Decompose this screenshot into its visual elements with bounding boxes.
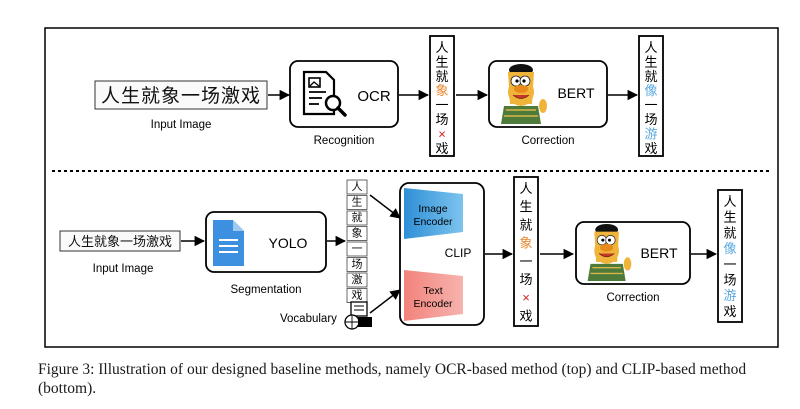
char-glyph: 戏 <box>723 304 736 319</box>
segment-box <box>346 257 368 272</box>
char-glyph: 就 <box>352 210 363 224</box>
top-input-label: Input Image <box>151 119 212 131</box>
ocr-output-column <box>429 35 455 157</box>
char-glyph: 生 <box>352 195 363 209</box>
bottom-bert-box: BERT <box>575 221 691 285</box>
char-glyph: 生 <box>644 54 657 69</box>
ocr-label: OCR <box>357 88 391 105</box>
bottom-correction-label: Correction <box>606 292 659 304</box>
char-glyph: × <box>438 126 446 141</box>
bottom-input-text: 人生就象一场激戏 <box>68 235 172 250</box>
top-bert-box: BERT <box>488 60 608 128</box>
document-icon <box>213 220 244 266</box>
bottom-corrected-column <box>717 189 743 323</box>
char-glyph: 人 <box>644 40 657 55</box>
ocr-output-chars: 人生就象一场×戏 <box>435 40 448 156</box>
top-input-text: 人生就象一场激戏 <box>101 85 261 107</box>
vocabulary-label: Vocabulary <box>280 313 337 325</box>
figure-caption: Figure 3: Illustration of our designed b… <box>38 361 747 397</box>
top-correction-label: Correction <box>521 135 574 147</box>
segmented-chars: 人生就象一场激戏 <box>346 179 368 303</box>
char-glyph: 象 <box>435 83 448 98</box>
char-glyph: 生 <box>723 210 736 225</box>
clip-label: CLIP <box>445 246 472 260</box>
vocabulary-icon <box>344 301 372 330</box>
char-glyph: 象 <box>519 236 532 251</box>
arrow <box>369 289 401 314</box>
char-glyph: 场 <box>352 257 363 271</box>
char-glyph: 游 <box>644 126 657 141</box>
char-glyph: 场 <box>435 112 448 127</box>
document-search-icon <box>302 70 347 117</box>
yolo-box: YOLO <box>205 211 327 273</box>
segment-box <box>346 272 368 288</box>
ocr-box: OCR <box>289 60 399 128</box>
top-bert-label: BERT <box>557 85 595 101</box>
clip-box: Image Encoder Text Encoder CLIP <box>399 182 485 326</box>
text-encoder-line2: Encoder <box>413 298 453 310</box>
char-glyph: 人 <box>435 40 448 55</box>
bottom-bert-label: BERT <box>640 245 678 261</box>
segmentation-label: Segmentation <box>231 284 302 296</box>
outer-frame <box>44 27 779 348</box>
char-glyph: 像 <box>723 241 736 256</box>
yolo-label: YOLO <box>269 235 308 251</box>
char-glyph: 就 <box>723 225 736 240</box>
segment-box <box>346 179 368 195</box>
image-encoder-line2: Encoder <box>413 216 453 228</box>
segment-box <box>346 210 368 226</box>
char-glyph: 场 <box>644 112 657 127</box>
char-glyph: 一 <box>723 257 736 272</box>
image-encoder-shape <box>404 188 463 239</box>
char-glyph: 人 <box>352 180 363 193</box>
char-glyph: 激 <box>352 272 363 286</box>
char-glyph: 人 <box>519 181 532 196</box>
char-glyph: 场 <box>723 273 736 288</box>
image-encoder-line1: Image <box>418 203 447 215</box>
bottom-input-image: 人生就象一场激戏 <box>59 230 181 252</box>
char-glyph: 戏 <box>519 308 532 323</box>
clip-output-chars: 人生就象一场 × 戏 <box>519 181 532 323</box>
text-encoder-shape <box>404 270 463 321</box>
clip-output-column <box>513 176 539 327</box>
char-glyph: 像 <box>644 83 657 98</box>
char-glyph: 生 <box>435 54 448 69</box>
segment-box <box>346 241 368 257</box>
bert-character-icon <box>501 64 547 124</box>
char-glyph: 一 <box>519 254 532 269</box>
segment-box <box>346 226 368 241</box>
char-glyph: 象 <box>352 227 363 240</box>
char-glyph: 就 <box>519 217 532 232</box>
char-glyph: 戏 <box>435 141 448 156</box>
char-glyph: 一 <box>352 243 363 255</box>
bottom-input-label: Input Image <box>93 263 154 275</box>
char-glyph: 戏 <box>644 141 657 156</box>
segment-box <box>346 195 368 210</box>
top-corrected-column <box>638 35 664 157</box>
char-glyph: 就 <box>644 69 657 84</box>
char-glyph: 生 <box>519 199 532 214</box>
recognition-label: Recognition <box>314 135 375 147</box>
bert-character-icon <box>587 224 632 281</box>
char-glyph: 场 <box>519 272 532 287</box>
char-glyph: × <box>522 290 530 305</box>
char-glyph: 戏 <box>352 289 363 302</box>
char-glyph: 一 <box>644 98 657 113</box>
char-glyph: 游 <box>723 288 736 303</box>
char-glyph: 一 <box>435 98 448 113</box>
arrow <box>369 194 401 219</box>
top-input-image: 人生就象一场激戏 <box>94 80 268 110</box>
char-glyph: 就 <box>435 69 448 84</box>
char-glyph: 人 <box>723 194 736 209</box>
text-encoder-line1: Text <box>423 285 442 297</box>
